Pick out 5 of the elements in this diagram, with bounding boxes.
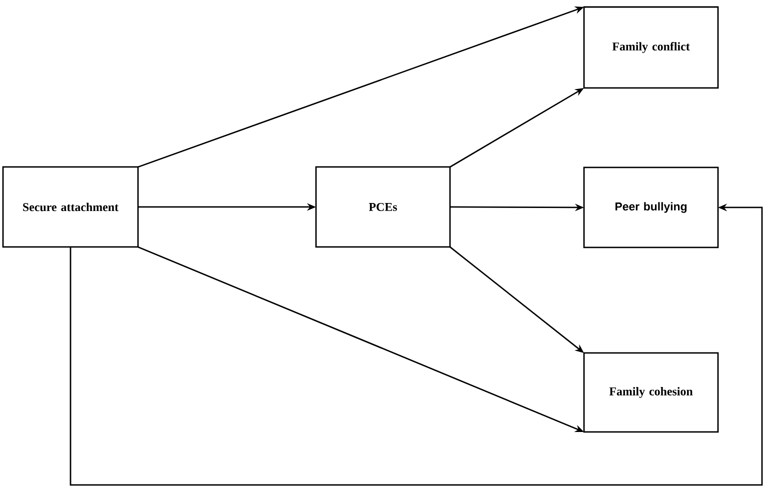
process-box: Secure attachment xyxy=(2,166,139,248)
process-box: Family cohesion xyxy=(583,352,719,433)
process-box: Peer bullying xyxy=(583,166,719,248)
process-box: Family conflict xyxy=(583,6,719,89)
process-box: PCEs xyxy=(315,166,451,248)
